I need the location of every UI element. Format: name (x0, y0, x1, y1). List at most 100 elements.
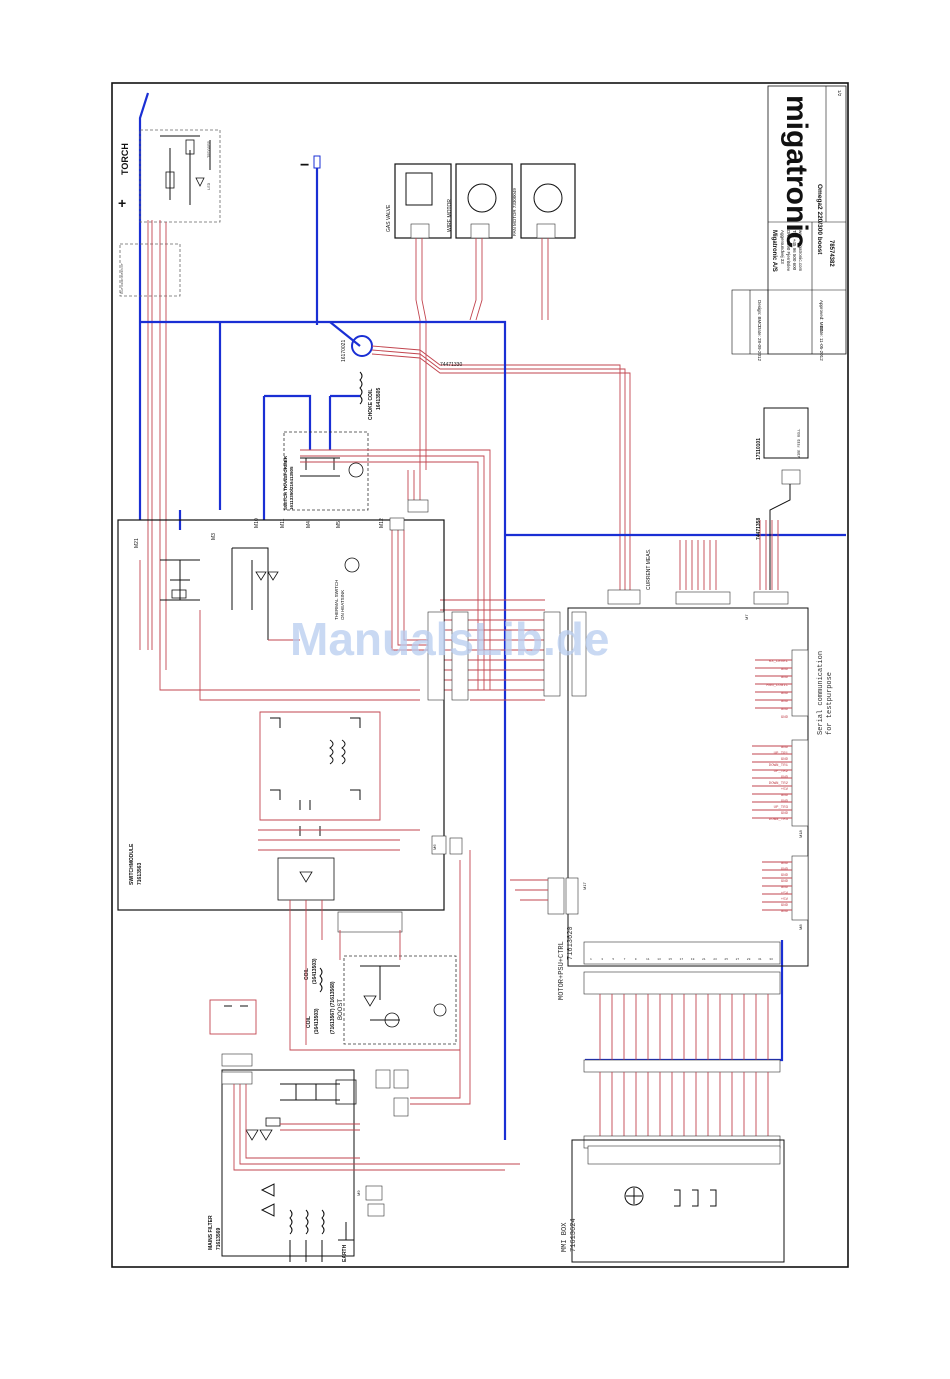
serial-signal-label: RX_LEVEL (769, 660, 789, 664)
mmi-box-pn: 71613624 (570, 1218, 578, 1252)
design-label: Design: BMO (757, 300, 762, 327)
m18-signal-label: GND (781, 800, 789, 804)
ribbon-pin-number: 5 (612, 958, 614, 961)
connector-m18: M18 (798, 829, 803, 838)
serial-label-2: for testpurpose (826, 672, 834, 735)
m18-signal-label: UP_TR3 (774, 806, 789, 810)
current-meas-label: CURRENT MEAS. (646, 549, 652, 590)
m8-signal-label: GND (781, 904, 789, 908)
torch-label: TORCH (120, 143, 130, 175)
address-line-3: Tlf.: +45 96 500 600 (792, 230, 797, 271)
m18-signal-label: UP_TR1 (774, 752, 789, 756)
m18-signal-label: +5V (781, 788, 789, 792)
switchmodule: SWITCHMODULE 71613563 M21 M3 M10 M11 M4 … (117, 499, 469, 940)
ribbon-pin-number: 33 (769, 958, 773, 961)
power-wiring (140, 320, 846, 1140)
m18-signal-label: GND (781, 758, 789, 762)
connector-m11: M11 (280, 518, 286, 528)
ribbon-pin-number: 15 (668, 958, 672, 961)
serial-signal-label: GND (781, 692, 789, 696)
wire-motor-label: WIRE MOTOR (447, 199, 453, 232)
thermal-label: THERMAL SWITCH (334, 580, 339, 620)
coil-left-pn: (16413503) (314, 1008, 320, 1034)
mmi-box-label: MMI BOX (561, 1222, 569, 1252)
boost-module: BOOST (71613567) (71613568) COIL (164135… (289, 911, 460, 1051)
cable-pn: 74471330 (440, 362, 462, 368)
connector-m5: M5 (336, 521, 342, 528)
approved-label: Approved: MBS (819, 300, 824, 332)
earth-label: EARTH (342, 1244, 348, 1262)
minus-label: − (300, 157, 309, 174)
company-name: Migatronic A/S (771, 230, 777, 272)
serial-signal-label: GND (781, 668, 789, 672)
ribbon-pin-number: 19 (691, 958, 695, 961)
m8-signal-label: GND (781, 874, 789, 878)
boost-label: BOOST (338, 999, 344, 1020)
m18-signal-label: GND (781, 776, 789, 780)
connector-m7: M7 (744, 614, 749, 620)
current-transformer: 16170021 74471330 (341, 335, 631, 590)
ribbon-pin-number: 25 (724, 958, 728, 961)
euroconnector-label: Euroconnector (120, 262, 125, 294)
sheet-number: 1/2 (837, 90, 842, 97)
connector-pn: 17110101 (756, 438, 762, 460)
motor-psu-pn: 71613620 (567, 926, 575, 960)
switchmodule-label: SWITCHMODULE (129, 843, 135, 885)
choke-pn: 16413505 (376, 388, 382, 410)
ribbon-pin-number: 13 (657, 958, 661, 961)
drawing-number: 78574382 (828, 240, 834, 267)
motor-psu-label: MOTOR+PSU+CTRL (558, 941, 566, 1000)
mains-filter-pn: 71613569 (216, 1228, 222, 1250)
ribbon-pin-number: 23 (713, 958, 717, 961)
serial-signal-label: GND (781, 708, 789, 712)
m18-signal-label: GND (781, 746, 789, 750)
connector-m12: M12 (379, 518, 385, 528)
m8-signal-label: GND (781, 910, 789, 914)
company-logo: migatronic (780, 95, 813, 248)
ribbon-pin-number: 17 (680, 958, 684, 961)
switch-transformer-label: SWITCH TRANSFORMER (283, 455, 288, 510)
thermal-label-2: ON HEATSINK (340, 590, 345, 620)
connector-m6: M6 (432, 844, 437, 850)
mmi-box: MMI BOX 71613624 (561, 1139, 785, 1263)
serial-signal-label: GND (781, 676, 789, 680)
connector-m17: M17 (582, 881, 587, 890)
mains-filter: MAINS FILTER 71613569 EARTH M9 (208, 850, 520, 1262)
fan-motor-label: FAN MOTOR 73300049 (512, 188, 517, 236)
ribbon-pin-number: 29 (747, 958, 751, 961)
boost-pn: (71613567) (71613568) (330, 981, 336, 1034)
control-board: M7 Serial communication for testpurpose … (510, 607, 834, 1000)
gas-valve: GAS VALVE (386, 163, 452, 470)
design-date: Date: 28-09-2012 (757, 326, 762, 362)
ribbon-pin-number: 1 (590, 958, 592, 961)
m8-signal-label: GND (781, 868, 789, 872)
led-label: LED (208, 182, 212, 190)
address-line-4: www.migatronic.com (798, 230, 803, 272)
gas-valve-label: GAS VALVE (386, 204, 392, 232)
m8-signal-label: GND (781, 880, 789, 884)
signal-wiring-upper (300, 449, 545, 701)
switchmodule-pn: 71613563 (137, 863, 143, 885)
ribbon-pin-number: 9 (635, 958, 637, 961)
drawing-frame (111, 82, 849, 1268)
title-block: migatronic Migatronic A/S Aggersundvej 3… (731, 85, 847, 362)
serial-signal-label: MSG_LOGIC (766, 684, 788, 688)
minus-terminal: − (300, 155, 321, 325)
torch-plus-label: + (118, 195, 126, 211)
m18-signal-label: GND (781, 812, 789, 816)
torch-section: TORCH + TRIGGER LED Euroconnector (118, 92, 221, 670)
watermark: ManualsLib.de (290, 613, 609, 665)
transformer-pn: 16170021 (341, 340, 347, 362)
approved-date: Date: 11-05-2012 (819, 326, 824, 361)
serial-signal-label: GND (781, 716, 789, 720)
m8-signal-label: GND (781, 886, 789, 890)
switch-transformer: SWITCH TRANSFORMER 16113350/216413505 (283, 431, 369, 511)
address-line-2: DK - 9690 Fjerritslev (786, 230, 791, 272)
ribbon-pin-number: 3 (601, 958, 603, 961)
m8-signal-label: +5V (781, 898, 789, 902)
coil-right-pn: (16413503) (312, 958, 318, 984)
m18-signal-label: GND (781, 794, 789, 798)
coil-left-label: COIL (306, 1016, 312, 1028)
choke-label: CHOKE COIL (368, 389, 374, 420)
